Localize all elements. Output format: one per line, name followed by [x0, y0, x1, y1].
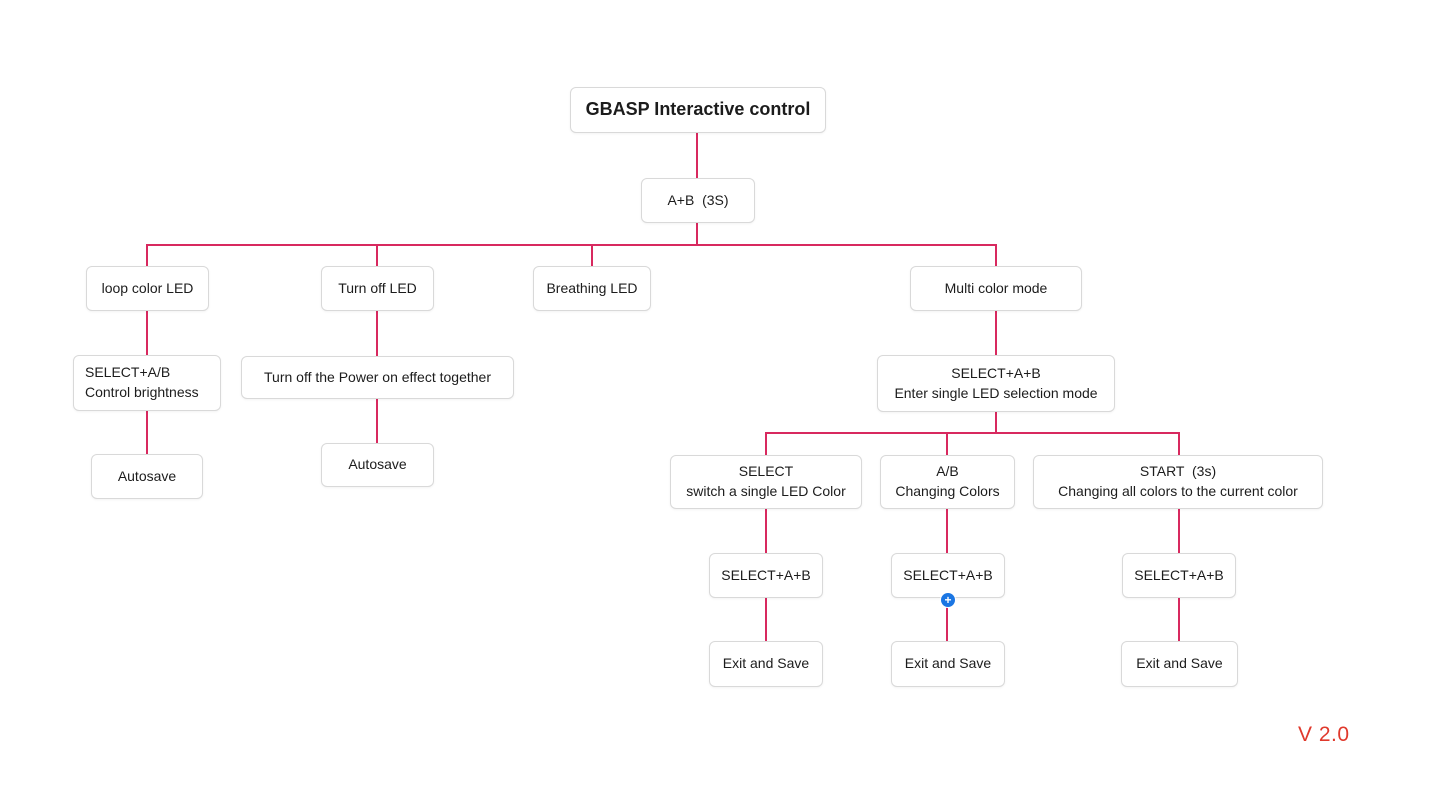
connector-multi-enter: [995, 311, 997, 355]
node-trigger-a-b-3s[interactable]: A+B (3S): [641, 178, 755, 223]
connector-rail-level1: [146, 244, 997, 246]
connector-turnoff-power: [376, 311, 378, 356]
node-autosave-brightness[interactable]: Autosave: [91, 454, 203, 499]
node-label: SELECT switch a single LED Color: [686, 463, 846, 499]
node-label: GBASP Interactive control: [585, 99, 811, 120]
connector-enter-rail: [995, 412, 997, 434]
connector-abchange-combo2: [946, 509, 948, 553]
connector-start-combo3: [1178, 509, 1180, 553]
node-label: SELECT+A+B: [1134, 566, 1224, 583]
node-turn-off-power-effect[interactable]: Turn off the Power on effect together: [241, 356, 514, 399]
node-ab-changing-colors[interactable]: A/B Changing Colors: [880, 455, 1015, 509]
node-multi-color-mode[interactable]: Multi color mode: [910, 266, 1082, 311]
node-select-a-b-exit1[interactable]: SELECT+A+B: [709, 553, 823, 598]
connector-brightness-autosave: [146, 411, 148, 454]
connector-combo2-exit2: [946, 598, 948, 641]
node-enter-single-led-mode[interactable]: SELECT+A+B Enter single LED selection mo…: [877, 355, 1115, 412]
connector-drop-multi: [995, 244, 997, 266]
node-start-changing-all-colors[interactable]: START (3s) Changing all colors to the cu…: [1033, 455, 1323, 509]
node-label: Exit and Save: [722, 655, 810, 672]
node-label: START (3s) Changing all colors to the cu…: [1058, 463, 1298, 499]
connector-switch-combo1: [765, 509, 767, 553]
connector-rail-level2: [765, 432, 1180, 434]
node-loop-color-led[interactable]: loop color LED: [86, 266, 209, 311]
node-label: Autosave: [117, 467, 177, 484]
node-label: Multi color mode: [944, 279, 1048, 296]
node-label: Exit and Save: [1136, 655, 1223, 672]
connector-combo1-exit1: [765, 598, 767, 641]
node-label: Turn off LED: [338, 279, 417, 296]
node-exit-and-save-2[interactable]: Exit and Save: [891, 641, 1005, 687]
node-select-switch-led-color[interactable]: SELECT switch a single LED Color: [670, 455, 862, 509]
node-exit-and-save-3[interactable]: Exit and Save: [1121, 641, 1238, 687]
connector-root-trigger: [696, 133, 698, 178]
node-select-a-b-exit3[interactable]: SELECT+A+B: [1122, 553, 1236, 598]
connector-combo3-exit3: [1178, 598, 1180, 641]
node-control-brightness[interactable]: SELECT+A/B Control brightness: [73, 355, 221, 411]
node-label: SELECT+A/B Control brightness: [85, 364, 199, 400]
node-label: A+B (3S): [667, 191, 729, 208]
node-label: A/B Changing Colors: [895, 463, 1000, 499]
connector-drop-abchange: [946, 432, 948, 455]
node-label: SELECT+A+B Enter single LED selection mo…: [894, 364, 1098, 401]
node-exit-and-save-1[interactable]: Exit and Save: [709, 641, 823, 687]
connector-power-autosave: [376, 399, 378, 443]
node-label: loop color LED: [101, 279, 194, 296]
connector-drop-breathing: [591, 244, 593, 266]
node-label: Exit and Save: [904, 655, 992, 672]
node-label: Autosave: [348, 456, 407, 473]
node-label: SELECT+A+B: [903, 566, 993, 583]
node-turn-off-led[interactable]: Turn off LED: [321, 266, 434, 311]
node-select-a-b-exit2[interactable]: SELECT+A+B: [891, 553, 1005, 598]
node-autosave-power[interactable]: Autosave: [321, 443, 434, 487]
connector-trigger-rail: [696, 223, 698, 246]
connector-loop-brightness: [146, 311, 148, 355]
node-root-title[interactable]: GBASP Interactive control: [570, 87, 826, 133]
node-label: Breathing LED: [546, 279, 638, 296]
connector-drop-switch: [765, 432, 767, 455]
connector-drop-loop: [146, 244, 148, 266]
expand-plus-icon[interactable]: +: [940, 592, 956, 608]
connector-drop-start: [1178, 432, 1180, 455]
connector-drop-turnoff: [376, 244, 378, 266]
version-label: V 2.0: [1298, 723, 1350, 746]
node-breathing-led[interactable]: Breathing LED: [533, 266, 651, 311]
node-label: Turn off the Power on effect together: [264, 368, 491, 385]
node-label: SELECT+A+B: [721, 566, 811, 583]
